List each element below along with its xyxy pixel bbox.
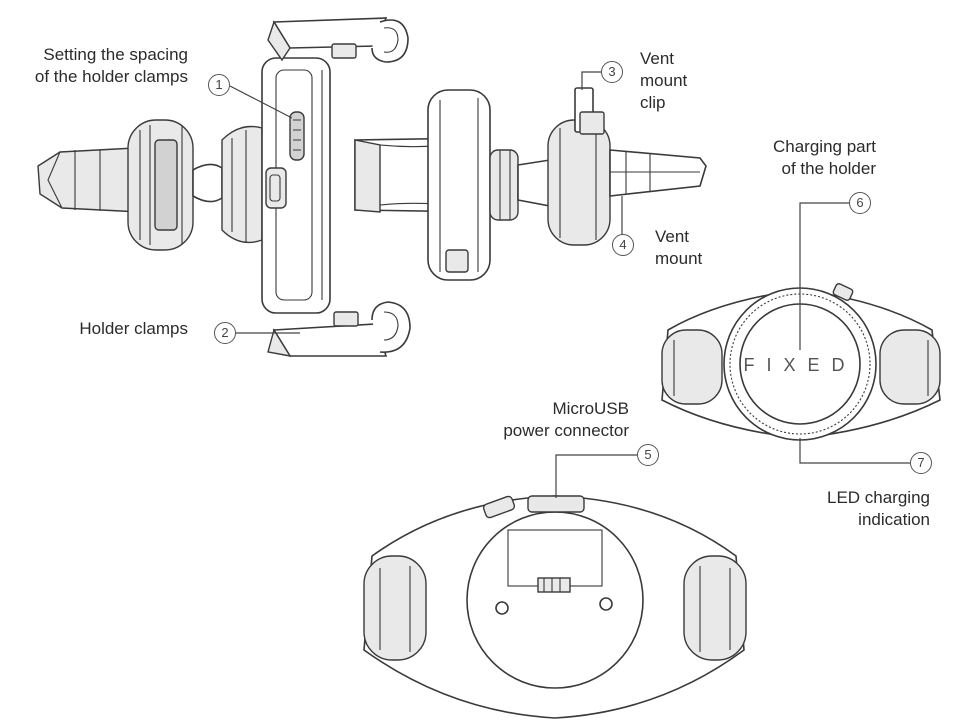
vent-mount-assembly (354, 87, 707, 281)
callout-number-7: 7 (910, 452, 932, 474)
label-holder-clamps: Holder clamps (79, 319, 188, 338)
callout-number-1: 1 (208, 74, 230, 96)
callout-number-6: 6 (849, 192, 871, 214)
callout-number-5: 5 (637, 444, 659, 466)
callout-number-3: 3 (601, 61, 623, 83)
brand-logo: FIXED (743, 355, 856, 375)
front-view-charger: FIXED (661, 283, 941, 441)
side-view-assembly (37, 17, 411, 357)
callout-number-2: 2 (214, 322, 236, 344)
callout-number-4: 4 (612, 234, 634, 256)
rear-view-charger (363, 495, 747, 719)
